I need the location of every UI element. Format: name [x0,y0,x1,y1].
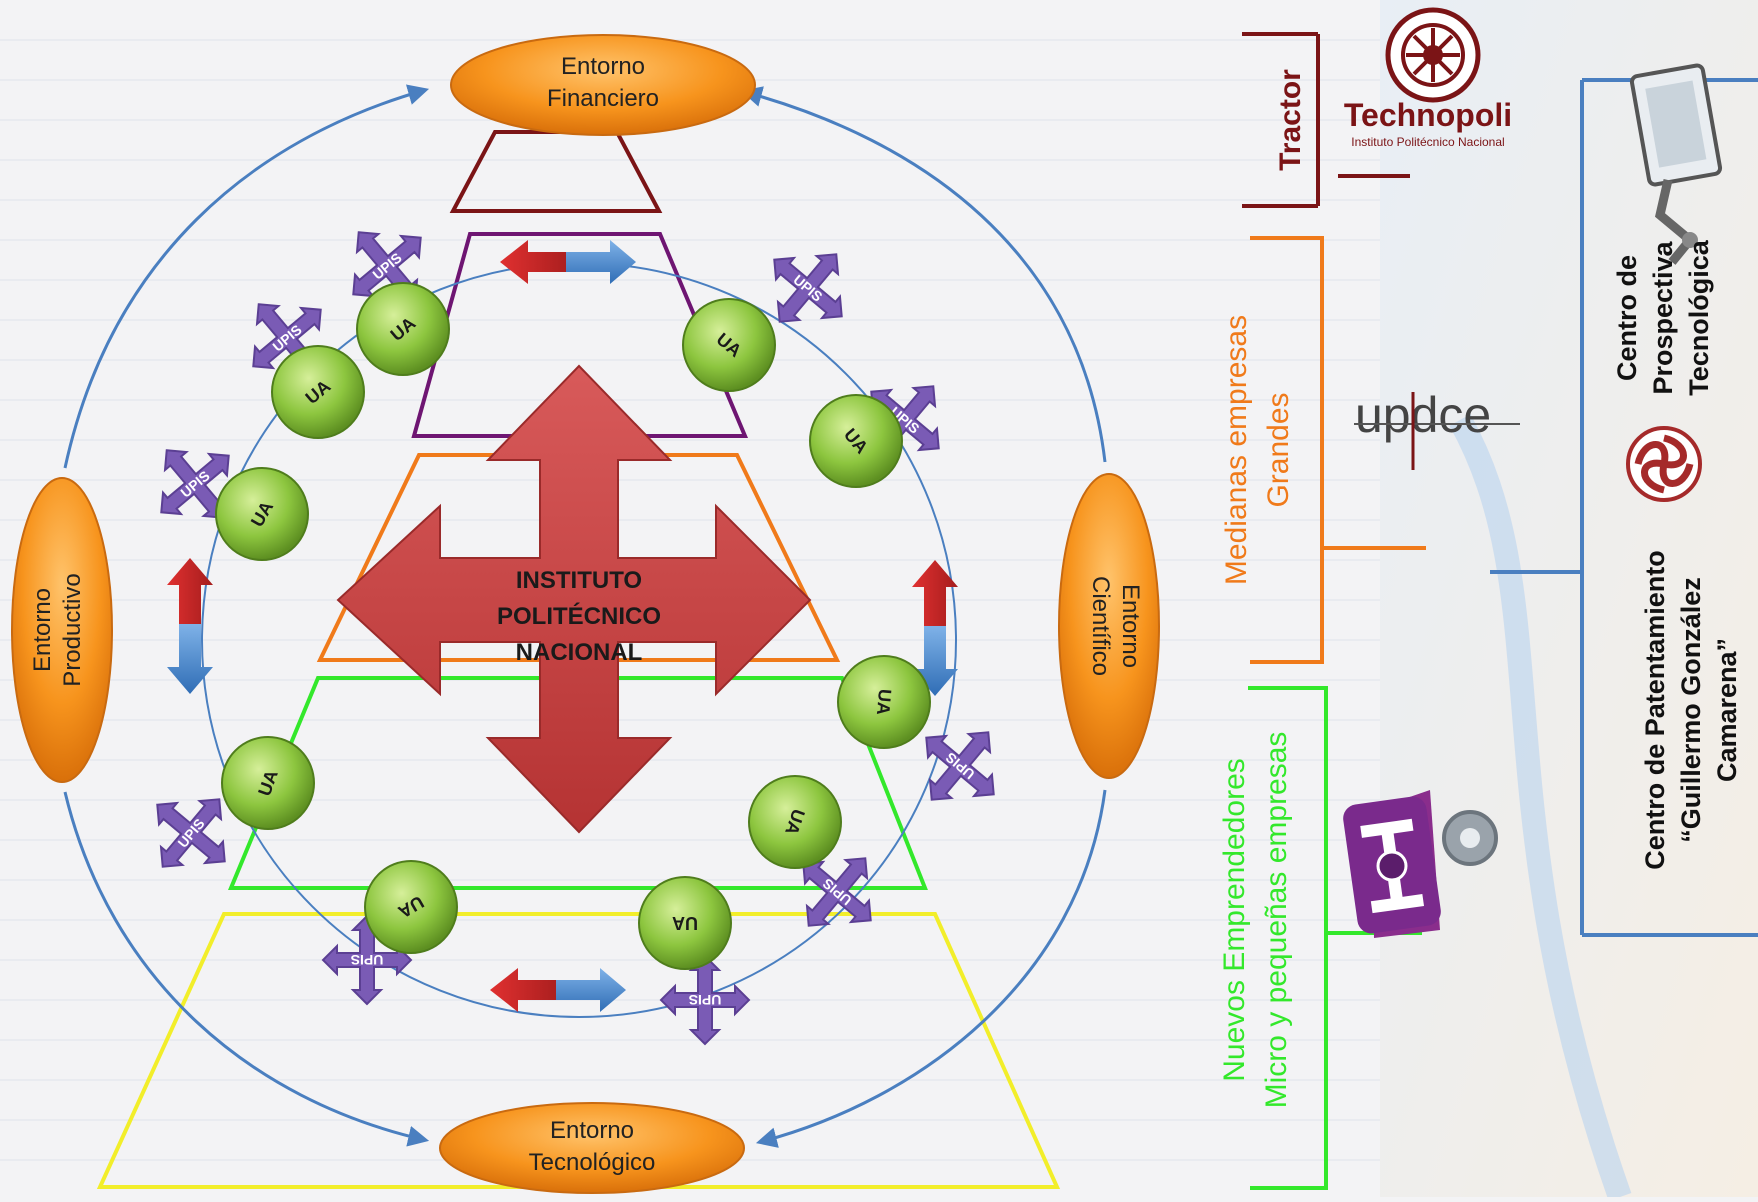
ua-node: UA [638,876,732,970]
ua-node: UA [682,298,776,392]
upis-node: UPIS [897,703,1023,829]
arrow-productivo-financiero [63,84,430,469]
ua-node: UA [809,394,903,488]
segment-grandes-line2: Grandes [1262,392,1295,507]
ua-node: UA [748,775,842,869]
ua-node: UA [356,282,450,376]
centro-prospectiva-line1: Centro de [1612,255,1642,381]
double-arrow-bottom [490,968,626,1012]
double-arrow-top [500,240,636,284]
incubator-logo [1343,790,1498,938]
segment-tractor: Tractor [1274,69,1307,171]
centro-prospectiva-line3: Tecnológica [1684,239,1714,396]
centro-patentamiento-line1: Centro de Patentamiento [1640,550,1670,870]
ua-node: UA [364,860,458,954]
entorno-cientifico-line2: Científico [1087,576,1114,676]
entorno-productivo-line1: Entorno [29,588,56,672]
upis-node: UPIS [660,955,750,1045]
technopoli-logo: Technopoli Instituto Politécnico Naciona… [1344,7,1512,149]
ua-node: UA [271,345,365,439]
centro-patentamiento-line2: “Guillermo González [1676,577,1706,843]
arrow-cientifico-financiero [740,86,1107,463]
upis-node: UPIS [224,275,350,401]
entorno-productivo-line2: Productivo [59,573,86,686]
double-arrow-left [167,558,213,694]
segment-grandes-line1: Medianas empresas [1220,315,1253,585]
patent-center-emblem [1626,426,1702,502]
entorno-financiero-line1: Entorno [561,53,645,80]
decorative-swoosh [1449,414,1632,1201]
robot-arm-illustration [1629,63,1723,265]
ua-label: UA [672,913,698,933]
upis-node: UPIS [324,203,450,329]
center-label-line1: INSTITUTO [516,567,642,594]
upis-node: UPIS [322,915,412,1005]
entorno-financiero-line2: Financiero [547,85,659,112]
bracket-grandes: Medianas empresas Grandes [1220,236,1426,664]
ua-upis-nodes: UPISUPISUPISUPISUPISUPISUPISUPISUPISUPIS… [128,203,1023,1045]
entorno-cientifico-line1: Entorno [1117,584,1144,668]
arrow-productivo-tecnologico [63,791,430,1147]
trapezoid-tractor [449,130,663,213]
center-label-line3: NACIONAL [516,639,643,666]
segment-micro-line2: Micro y pequeñas empresas [1260,732,1293,1109]
arrow-cientifico-tecnologico [755,789,1107,1148]
centro-prospectiva-line2: Prospectiva [1648,240,1678,394]
entorno-tecnologico-line1: Entorno [550,1117,634,1144]
upis-label: UPIS [689,992,722,1008]
ua-node: UA [215,467,309,561]
technopoli-wordmark: Technopoli [1344,97,1512,133]
segment-micro-line1: Nuevos Emprendedores [1218,758,1251,1082]
bracket-tractor: Tractor [1242,32,1410,208]
center-label-line2: POLITÉCNICO [497,602,661,630]
entorno-tecnologico-line2: Tecnológico [529,1149,656,1176]
entorno-tecnologico: Entorno Tecnológico [439,1102,745,1194]
technopoli-subtitle: Instituto Politécnico Nacional [1351,135,1504,149]
updce-logo: updce [1354,387,1520,470]
upis-node: UPIS [128,770,254,896]
ua-label: UA [873,688,895,716]
upis-node: UPIS [132,421,258,547]
upis-node: UPIS [745,225,871,351]
ua-node: UA [837,655,931,749]
ua-node: UA [221,736,315,830]
center-cross [336,364,812,834]
entorno-cientifico: Entorno Científico [1058,473,1160,779]
centro-patentamiento-line3: Camarena” [1712,638,1742,782]
upis-label: UPIS [351,952,384,968]
bracket-micro: Nuevos Emprendedores Micro y pequeñas em… [1218,686,1422,1190]
upis-node: UPIS [774,829,900,955]
trapezoid-purple [411,232,749,438]
entorno-productivo: Entorno Productivo [11,477,113,783]
entorno-financiero: Entorno Financiero [450,34,756,136]
updce-wordmark: updce [1355,387,1491,443]
